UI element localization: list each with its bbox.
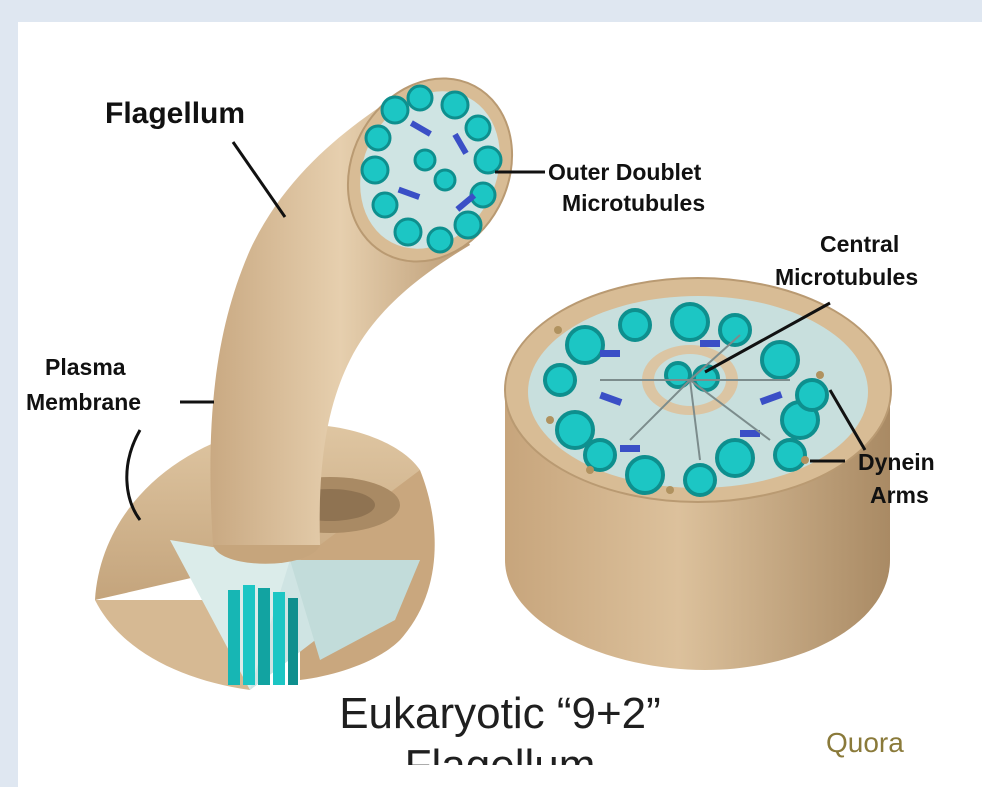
- label-plasma-1: Plasma: [45, 354, 126, 380]
- label-central-1: Central: [820, 231, 899, 257]
- label-dynein-1: Dynein: [858, 449, 935, 475]
- label-outer-doublet-2: Microtubules: [562, 190, 705, 216]
- source-credit: Quora: [826, 727, 904, 759]
- label-outer-doublet-1: Outer Doublet: [548, 159, 702, 185]
- label-flagellum: Flagellum: [105, 97, 245, 130]
- axoneme-cylinder: [505, 278, 891, 670]
- label-central-2: Microtubules: [775, 264, 918, 290]
- caption-line-1: Eukaryotic “9+2”: [339, 689, 661, 738]
- caption: Eukaryotic “9+2” Flagellum: [290, 688, 710, 765]
- label-plasma-2: Membrane: [26, 389, 141, 415]
- caption-line-2: Flagellum: [290, 740, 710, 765]
- label-dynein-2: Arms: [870, 482, 929, 508]
